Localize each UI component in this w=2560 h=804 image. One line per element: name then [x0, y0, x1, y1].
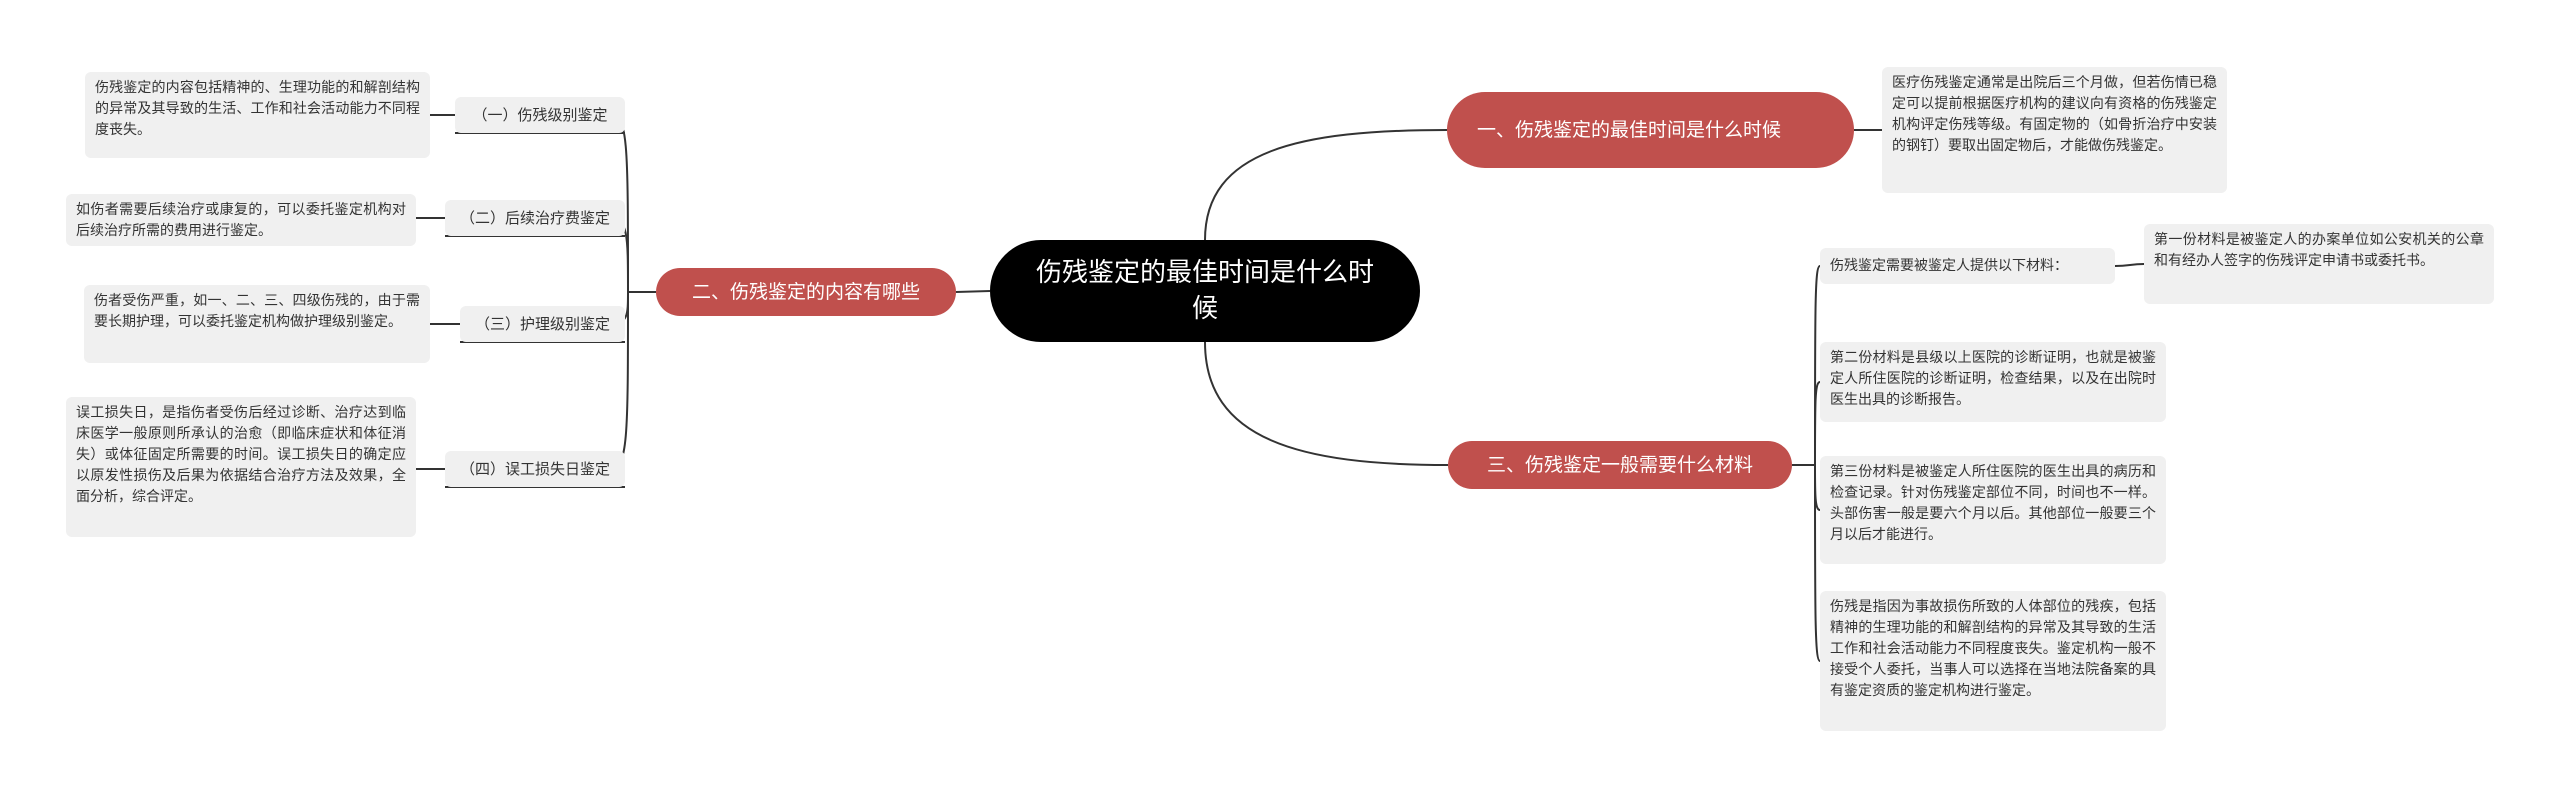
branch-best-time[interactable]: 一、伤残鉴定的最佳时间是什么时候 [1447, 92, 1854, 168]
leaf-nursing-level[interactable]: 伤者受伤严重，如一、二、三、四级伤残的，由于需要长期护理，可以委托鉴定机构做护理… [84, 285, 430, 363]
edge-branch3-leaf4 [1814, 464, 1821, 662]
root-topic[interactable]: 伤残鉴定的最佳时间是什么时候 [990, 240, 1420, 342]
edge-root-branch3 [1204, 341, 1449, 466]
leaf-disability-level[interactable]: 伤残鉴定的内容包括精神的、生理功能的和解剖结构的异常及其导致的生活、工作和社会活… [85, 72, 430, 158]
branch-content[interactable]: 二、伤残鉴定的内容有哪些 [656, 268, 956, 316]
materials-definition[interactable]: 伤残是指因为事故损伤所致的人体部位的残疾，包括精神的生理功能的和解剖结构的异常及… [1820, 591, 2166, 731]
sub-disability-level[interactable]: （一）伤残级别鉴定 [455, 97, 625, 133]
materials-second[interactable]: 第二份材料是县级以上医院的诊断证明，也就是被鉴定人所住医院的诊断证明，检查结果，… [1820, 342, 2166, 422]
leaf-lost-workdays[interactable]: 误工损失日，是指伤者受伤后经过诊断、治疗达到临床医学一般原则所承认的治愈（即临床… [66, 397, 416, 537]
edge-root-branch1 [1204, 129, 1448, 241]
leaf-follow-up-cost[interactable]: 如伤者需要后续治疗或康复的，可以委托鉴定机构对后续治疗所需的费用进行鉴定。 [66, 194, 416, 246]
sub-nursing-level[interactable]: （三）护理级别鉴定 [460, 306, 625, 342]
best-time-leaf[interactable]: 医疗伤残鉴定通常是出院后三个月做，但若伤情已稳定可以提前根据医疗机构的建议向有资… [1882, 67, 2227, 193]
materials-third[interactable]: 第三份材料是被鉴定人所住医院的医生出具的病历和检查记录。针对伤残鉴定部位不同，时… [1820, 456, 2166, 564]
branch-materials[interactable]: 三、伤残鉴定一般需要什么材料 [1448, 441, 1792, 489]
materials-first[interactable]: 第一份材料是被鉴定人的办案单位如公安机关的公章和有经办人签字的伤残评定申请书或委… [2144, 224, 2494, 304]
edge-root-branch2 [955, 290, 991, 293]
sub-lost-workdays[interactable]: （四）误工损失日鉴定 [445, 451, 625, 487]
edge-intro-child [2114, 263, 2145, 267]
sub-follow-up-cost[interactable]: （二）后续治疗费鉴定 [445, 200, 625, 236]
edge-branch3-leaf2 [1814, 381, 1821, 466]
materials-intro[interactable]: 伤残鉴定需要被鉴定人提供以下材料： [1820, 248, 2115, 284]
